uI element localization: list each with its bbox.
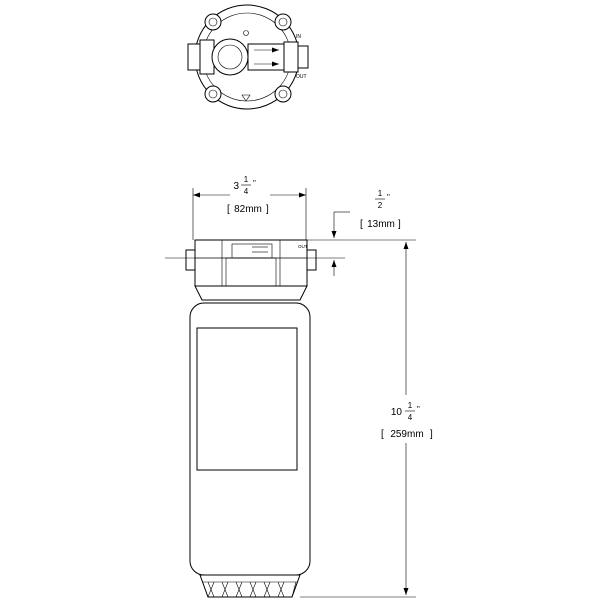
top-port-in-label: IN (296, 34, 301, 40)
right-port-boss (297, 45, 309, 69)
height-dimension: 10 1 4 " [ 259mm ] (300, 242, 433, 598)
width-denominator: 4 (244, 187, 249, 196)
svg-text:[: [ (360, 219, 363, 230)
width-inch-mark: " (253, 179, 256, 188)
mounting-holes (204, 13, 292, 103)
svg-text:]: ] (430, 429, 433, 440)
height-numerator: 1 (408, 401, 413, 410)
left-port-boss (187, 43, 201, 71)
filter-bottom-cap (199, 574, 301, 598)
offset-numerator: 1 (378, 189, 383, 198)
top-view: IN OUT (187, 4, 309, 110)
center-fitting (211, 38, 249, 76)
svg-text:]: ] (266, 204, 269, 215)
side-inlet-boss (185, 249, 196, 271)
offset-metric: 13mm (367, 219, 395, 230)
height-whole: 10 (391, 407, 403, 418)
width-metric: 82mm (234, 204, 262, 215)
top-port-out-label: OUT (296, 74, 307, 80)
offset-denominator: 2 (378, 201, 383, 210)
height-denominator: 4 (408, 413, 413, 422)
height-metric: 259mm (390, 429, 423, 440)
width-numerator: 1 (244, 175, 249, 184)
svg-text:[: [ (381, 429, 384, 440)
width-whole: 3 (233, 181, 239, 192)
label-panel (196, 327, 298, 471)
outlet-body (247, 43, 285, 71)
side-port-out-label: OUT (298, 244, 308, 249)
side-view: OUT (185, 239, 317, 598)
side-outlet-boss (306, 249, 317, 271)
filter-collar (194, 285, 308, 301)
filter-head (194, 239, 308, 287)
offset-inch-mark: " (387, 193, 390, 202)
svg-text:]: ] (398, 219, 401, 230)
width-dimension: 3 1 4 " [ 82mm ] (192, 172, 307, 240)
svg-text:[: [ (227, 204, 230, 215)
offset-dimension: 1 2 " [ 13mm ] (165, 189, 416, 276)
height-inch-mark: " (417, 405, 420, 414)
